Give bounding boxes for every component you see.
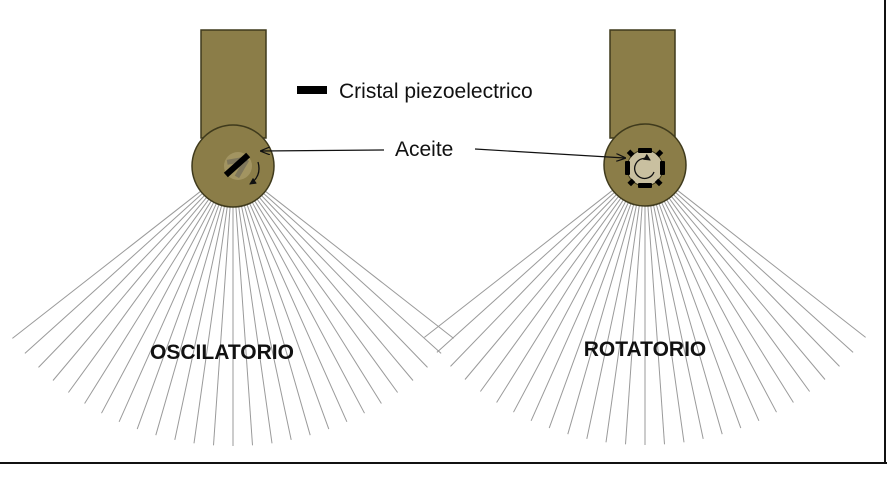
beam-line — [464, 196, 619, 380]
beam-line — [650, 205, 685, 443]
beam-line — [663, 200, 777, 413]
beam-line — [174, 205, 225, 441]
beam-line — [675, 192, 854, 353]
beam-line — [450, 194, 617, 367]
beam-line — [118, 203, 217, 423]
frame-right-edge — [884, 0, 886, 464]
beam-line — [241, 205, 292, 441]
transducer-rotatorio — [603, 29, 687, 207]
beam-line — [673, 194, 840, 367]
beam-line — [243, 205, 311, 436]
beam-line — [655, 204, 723, 435]
beam-line — [548, 203, 632, 429]
beam-line — [676, 189, 866, 338]
label-rotatorio: ROTATORIO — [584, 338, 707, 361]
beam-line — [136, 204, 220, 430]
beam-line — [424, 189, 614, 338]
transducer-handle — [609, 29, 676, 139]
beam-line — [530, 202, 629, 422]
transducer-handle — [200, 29, 267, 139]
beam-line — [259, 197, 414, 381]
beam-line — [235, 206, 253, 446]
beam-line — [668, 197, 811, 392]
ultrasound-beam-rotatorio — [424, 189, 866, 445]
beam-line — [213, 206, 231, 446]
transducer-oscilatorio — [191, 29, 275, 208]
callout-arrow-right — [474, 148, 625, 158]
beam-line — [264, 190, 454, 339]
callout-label: Aceite — [395, 138, 453, 161]
beam-line — [38, 195, 205, 368]
beam-line — [647, 205, 665, 445]
beam-line — [586, 204, 637, 440]
beam-line — [12, 190, 202, 339]
beam-line — [671, 196, 826, 380]
beam-line — [513, 200, 627, 413]
piezo-crystal-array — [625, 148, 665, 188]
oscillation-arrow-icon — [249, 161, 260, 185]
beam-line — [249, 203, 348, 423]
beam-line — [238, 206, 273, 444]
beam-line — [436, 192, 615, 353]
oil-callout: Aceite — [261, 138, 625, 161]
beam-line — [254, 200, 382, 404]
legend: Cristal piezoelectrico — [297, 80, 533, 103]
legend-label: Cristal piezoelectrico — [339, 80, 533, 103]
frame-bottom-edge — [0, 462, 887, 464]
beam-line — [661, 202, 760, 422]
beam-line — [155, 205, 223, 436]
beam-line — [653, 204, 704, 440]
piezo-crystal — [223, 152, 251, 178]
beam-line — [479, 197, 622, 392]
beam-line — [193, 206, 228, 444]
beam-line — [567, 204, 635, 435]
beam-line — [67, 198, 210, 393]
beam-line — [625, 205, 643, 445]
beam-line — [101, 201, 215, 414]
callout-arrow-left — [261, 150, 385, 151]
beam-line — [605, 205, 640, 443]
beam-line — [256, 198, 399, 393]
beam-line — [261, 195, 428, 368]
beam-line — [24, 193, 203, 354]
beam-line — [658, 203, 742, 429]
rotation-arrow-icon — [634, 153, 655, 180]
beam-line — [251, 201, 365, 414]
beam-line — [263, 193, 442, 354]
beam-line — [246, 204, 330, 430]
beam-line — [666, 199, 794, 403]
beam-line — [52, 197, 207, 381]
beam-line — [496, 199, 624, 403]
beam-line — [84, 200, 212, 404]
ultrasound-beam-oscilatorio — [12, 190, 454, 446]
legend-crystal-swatch — [297, 86, 327, 94]
label-oscilatorio: OSCILATORIO — [150, 341, 294, 364]
